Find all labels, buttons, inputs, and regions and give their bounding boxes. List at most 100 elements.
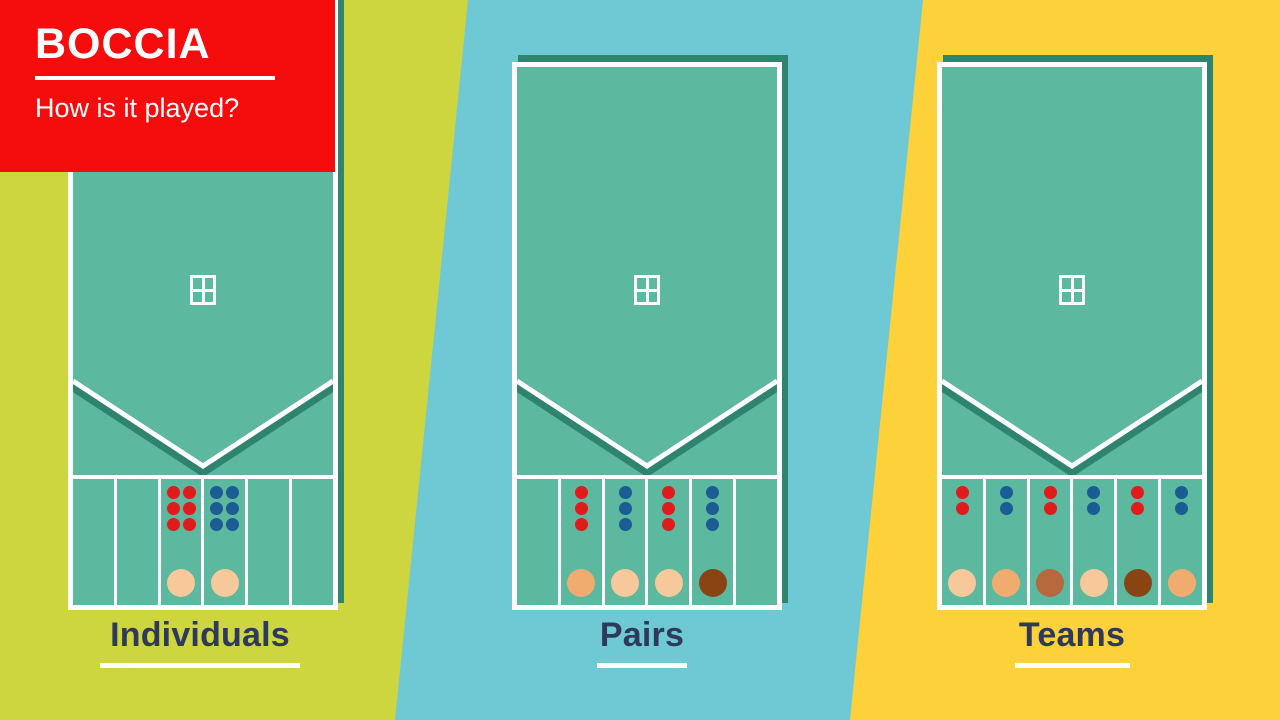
court-label-teams: Teams xyxy=(922,617,1222,668)
ball-set xyxy=(705,479,721,531)
throwing-box xyxy=(1161,479,1202,605)
title-underline xyxy=(35,76,275,81)
court-label-pairs: Pairs xyxy=(492,616,792,668)
player-marker xyxy=(992,569,1021,597)
throwing-box xyxy=(1073,479,1118,605)
court-surface xyxy=(937,62,1207,610)
boccia-ball xyxy=(618,486,632,499)
title-subheading: How is it played? xyxy=(35,93,240,124)
throwing-box xyxy=(692,479,737,605)
boccia-ball xyxy=(226,502,240,515)
throwing-box-divider-line xyxy=(73,475,333,479)
throwing-box-divider-line xyxy=(942,475,1202,479)
throwing-box xyxy=(986,479,1030,605)
boccia-ball xyxy=(706,486,720,499)
boccia-ball xyxy=(166,486,180,499)
v-line xyxy=(517,375,777,475)
throwing-box xyxy=(248,479,293,605)
boccia-ball xyxy=(166,502,180,515)
boccia-ball xyxy=(1087,486,1101,499)
v-line xyxy=(942,375,1202,475)
ball-set xyxy=(661,479,677,531)
boccia-ball xyxy=(955,502,969,515)
throwing-box xyxy=(942,479,986,605)
title-card: BOCCIA How is it played? xyxy=(0,0,335,172)
throwing-box xyxy=(73,479,117,605)
label-underline xyxy=(100,662,300,668)
player-marker xyxy=(698,569,727,597)
boccia-ball xyxy=(706,502,720,515)
throwing-box xyxy=(561,479,605,605)
player-marker xyxy=(210,569,239,597)
throwing-box xyxy=(292,479,333,605)
ball-set xyxy=(1086,479,1102,515)
throwing-box-divider-line xyxy=(517,475,777,479)
boccia-ball xyxy=(1175,502,1189,515)
player-marker xyxy=(948,569,977,597)
boccia-ball xyxy=(1043,486,1057,499)
player-marker xyxy=(1036,569,1065,597)
player-marker xyxy=(1079,569,1108,597)
ball-set xyxy=(954,479,970,515)
boccia-ball xyxy=(662,502,676,515)
player-marker xyxy=(1123,569,1152,597)
throwing-boxes xyxy=(73,479,333,605)
ball-set xyxy=(617,479,633,531)
court-teams xyxy=(937,55,1213,610)
player-marker xyxy=(167,569,196,597)
throwing-box xyxy=(648,479,693,605)
court-label-individuals: Individuals xyxy=(50,617,350,668)
boccia-ball xyxy=(182,518,196,531)
court-field xyxy=(73,0,333,475)
label-underline xyxy=(597,662,687,668)
boccia-ball xyxy=(226,486,240,499)
boccia-ball xyxy=(999,502,1013,515)
throwing-box xyxy=(117,479,161,605)
player-marker xyxy=(611,569,640,597)
ball-set xyxy=(164,479,198,531)
player-marker xyxy=(567,569,596,597)
boccia-ball xyxy=(662,486,676,499)
throwing-box xyxy=(605,479,649,605)
court-pairs xyxy=(512,55,788,610)
throwing-box xyxy=(1030,479,1074,605)
boccia-ball xyxy=(210,502,224,515)
court-surface xyxy=(512,62,782,610)
boccia-ball xyxy=(1043,502,1057,515)
boccia-ball xyxy=(182,502,196,515)
target-cross-icon xyxy=(634,275,660,305)
boccia-ball xyxy=(1131,486,1145,499)
boccia-ball xyxy=(618,518,632,531)
ball-set xyxy=(573,479,589,531)
boccia-ball xyxy=(618,502,632,515)
boccia-ball xyxy=(210,486,224,499)
throwing-box xyxy=(1117,479,1162,605)
throwing-box xyxy=(204,479,249,605)
court-label-text: Pairs xyxy=(599,616,685,654)
ball-set xyxy=(1130,479,1146,515)
ball-set xyxy=(1174,479,1190,515)
court-field xyxy=(517,67,777,475)
boccia-ball xyxy=(706,518,720,531)
court-field xyxy=(942,67,1202,475)
throwing-box xyxy=(736,479,777,605)
boccia-ball xyxy=(226,518,240,531)
player-marker xyxy=(654,569,683,597)
throwing-boxes xyxy=(517,479,777,605)
boccia-ball xyxy=(574,518,588,531)
boccia-ball xyxy=(662,518,676,531)
target-cross-icon xyxy=(190,275,216,305)
boccia-ball xyxy=(1175,486,1189,499)
boccia-ball xyxy=(999,486,1013,499)
throwing-box xyxy=(517,479,561,605)
label-underline xyxy=(1014,662,1130,668)
throwing-boxes xyxy=(942,479,1202,605)
title-heading: BOCCIA xyxy=(35,20,211,68)
boccia-ball xyxy=(210,518,224,531)
boccia-ball xyxy=(574,502,588,515)
boccia-ball xyxy=(955,486,969,499)
boccia-ball xyxy=(1131,502,1145,515)
boccia-ball xyxy=(166,518,180,531)
ball-set xyxy=(1042,479,1058,515)
